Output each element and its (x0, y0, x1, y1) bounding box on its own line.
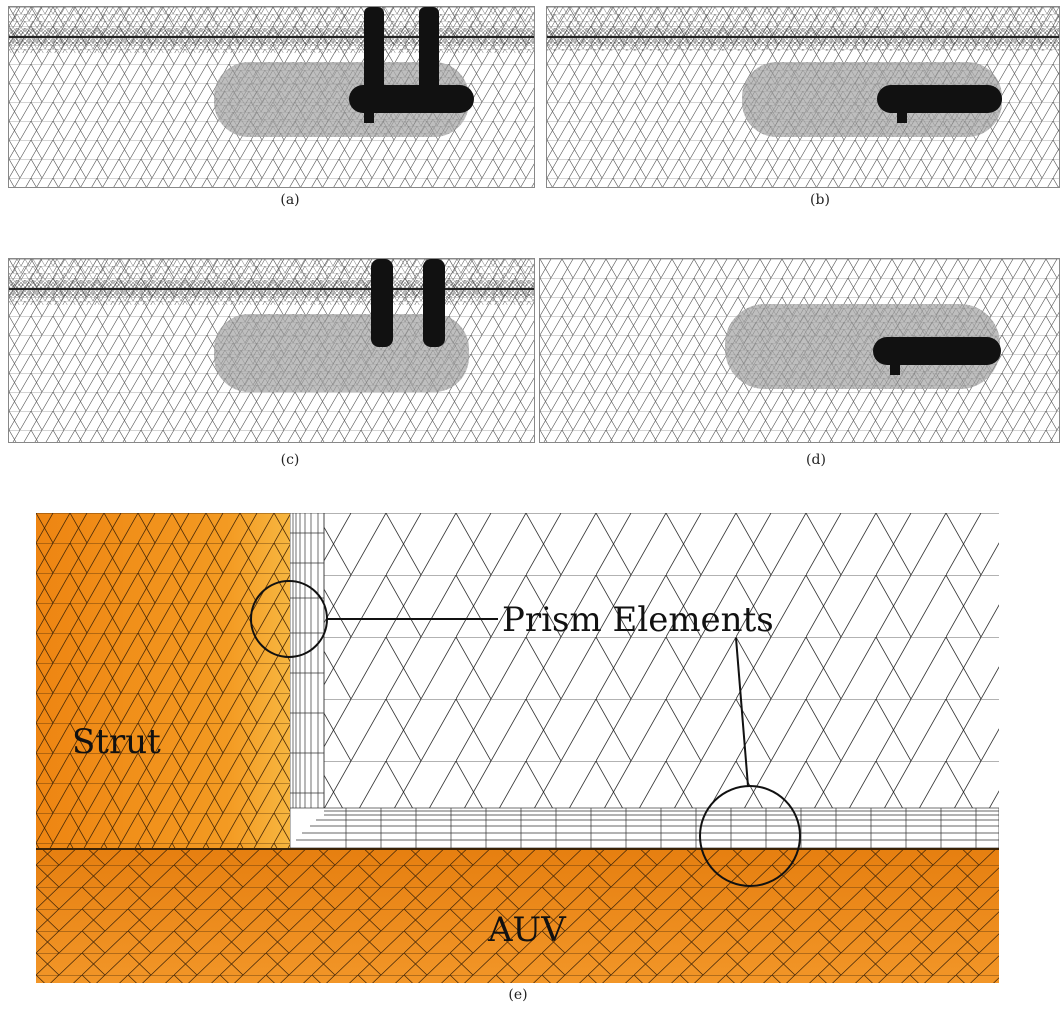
prism-elements-label: Prism Elements (502, 600, 774, 640)
prism-closeup-panel: Prism Elements Strut AUV (36, 513, 999, 983)
mesh-panel-a (8, 6, 535, 188)
mesh-figure-b (547, 7, 1059, 187)
leader-line-auv (735, 637, 749, 787)
caption-a: (a) (280, 192, 300, 208)
caption-e: (e) (508, 987, 528, 1003)
prism-layers-strut (289, 513, 325, 849)
auv-body (873, 337, 1001, 365)
mesh-figure-c (9, 259, 534, 442)
mesh-figure-d (540, 259, 1059, 442)
strut-label: Strut (72, 722, 161, 762)
mesh-figure-a (9, 7, 534, 187)
auv-label: AUV (487, 910, 567, 950)
strut-front (371, 259, 393, 347)
strut-rear (423, 259, 445, 347)
strut-front (364, 7, 384, 107)
caption-d: (d) (806, 452, 826, 468)
mesh-panel-d (539, 258, 1060, 443)
auv-body (877, 85, 1002, 113)
caption-b: (b) (810, 192, 830, 208)
strut-rear (419, 7, 439, 102)
mesh-panel-b (546, 6, 1060, 188)
prism-layers-auv (289, 807, 999, 849)
fluid-mesh (290, 513, 999, 848)
prism-closeup-figure: Prism Elements Strut AUV (36, 513, 999, 983)
auv-body (349, 85, 474, 113)
mesh-panel-c (8, 258, 535, 443)
caption-c: (c) (280, 452, 300, 468)
callout-circle-auv (699, 785, 801, 887)
